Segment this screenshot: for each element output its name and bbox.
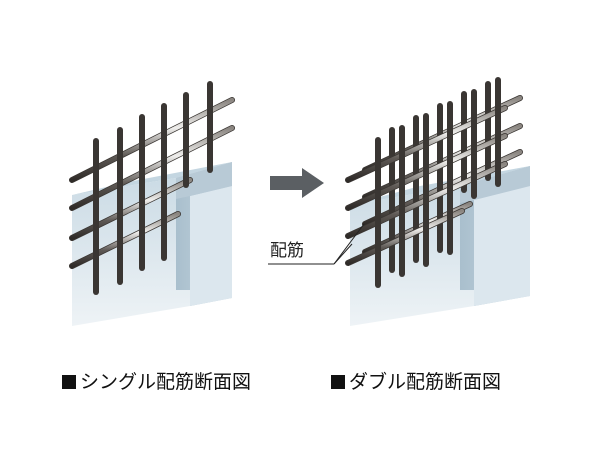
wall-front-face [72,178,190,326]
caption-double: ダブル配筋断面図 [331,367,501,394]
single-rebar [69,81,235,295]
double-rebar-front [345,77,508,288]
rebar-leader-lines [268,223,365,265]
single-wall [72,162,232,326]
square-bullet-icon [62,375,76,389]
caption-single: シングル配筋断面図 [62,367,251,394]
rebar-label: 配筋 [270,241,304,261]
arrow-right-icon [270,168,324,198]
caption-double-text: ダブル配筋断面図 [349,371,502,393]
caption-single-text: シングル配筋断面図 [80,371,252,393]
square-bullet-icon [331,375,345,389]
